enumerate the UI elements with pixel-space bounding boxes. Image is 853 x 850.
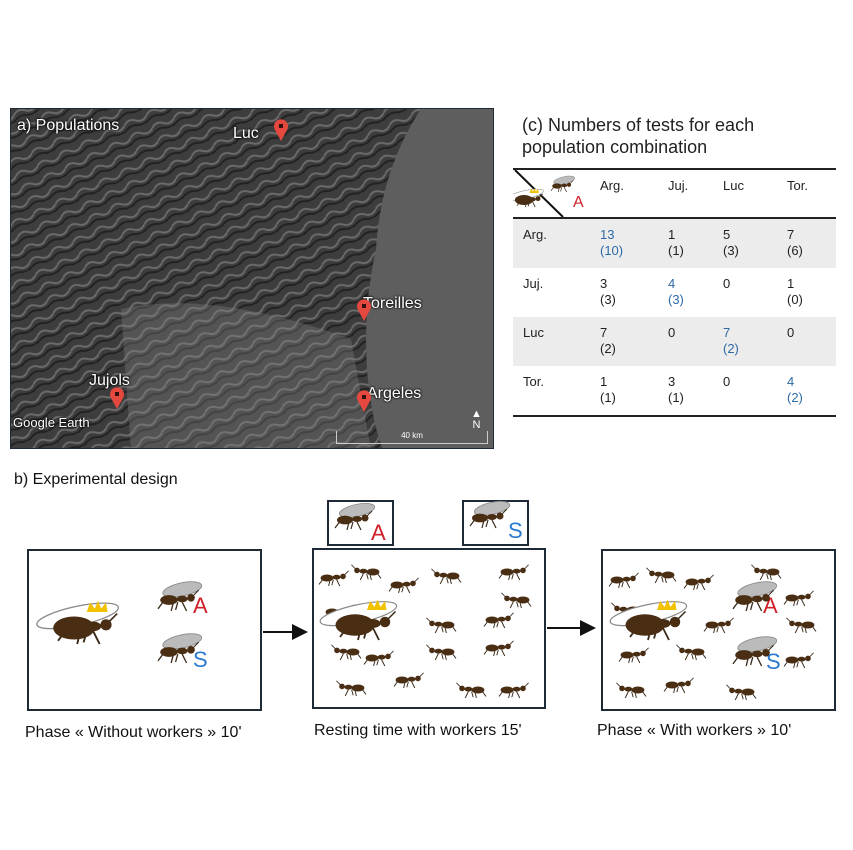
test-count-parenthetical: (2) [787, 390, 803, 405]
table-cell: 7(6) [787, 227, 803, 259]
queen-ant-icon [513, 188, 544, 208]
map-pin-icon [110, 387, 124, 409]
test-count: 7 [600, 325, 608, 340]
test-count: 7 [723, 325, 731, 340]
table-cell: 1(1) [600, 374, 616, 406]
alien-label: A [763, 593, 778, 618]
test-count-parenthetical: (2) [600, 341, 616, 356]
table-cell: 1(0) [787, 276, 803, 308]
test-count-parenthetical: (1) [668, 243, 684, 258]
table-cell: 3(3) [600, 276, 616, 308]
satellite-terrain [11, 109, 493, 448]
resting-time-box [312, 548, 546, 709]
table-cell: 0 [668, 325, 675, 341]
test-count: 3 [668, 374, 676, 389]
sister-box: S [462, 500, 529, 546]
table-cell: 4(2) [787, 374, 803, 406]
test-count: 1 [668, 227, 676, 242]
row-header: Juj. [523, 276, 544, 291]
test-count: 3 [600, 276, 608, 291]
test-count-parenthetical: (1) [668, 390, 684, 405]
google-earth-logo: Google Earth [13, 415, 90, 430]
test-count: 0 [787, 325, 795, 340]
alien-label: A [573, 194, 584, 211]
column-header: Luc [723, 178, 744, 193]
winged-ant-icon [550, 175, 576, 193]
phase-caption: Phase « Without workers » 10' [25, 724, 242, 741]
test-count: 0 [723, 276, 731, 291]
table-title-line: population combination [522, 137, 708, 157]
table-cell: 5(3) [723, 227, 739, 259]
test-count: 7 [787, 227, 795, 242]
table-cell: 0 [723, 374, 730, 390]
scale-bar: 40 km [336, 431, 488, 444]
sister-label: S [193, 647, 208, 672]
phase-without-workers-box: A S [27, 549, 262, 711]
map-pin-icon [357, 299, 371, 321]
map-title: a) Populations [17, 117, 120, 134]
location-argeles: Argeles [367, 385, 422, 402]
test-count-parenthetical: (1) [600, 390, 616, 405]
alien-box: A [327, 500, 394, 546]
table-cell: 4(3) [668, 276, 684, 308]
table-cell: 7(2) [600, 325, 616, 357]
test-count-parenthetical: (0) [787, 292, 803, 307]
test-count-parenthetical: (3) [600, 292, 616, 307]
table-cell: 7(2) [723, 325, 739, 357]
map-pin-icon [357, 390, 371, 412]
test-count: 5 [723, 227, 731, 242]
table-cell: 3(1) [668, 374, 684, 406]
test-count: 13 [600, 227, 615, 242]
north-label: N [472, 419, 481, 431]
row-header: Luc [523, 325, 544, 340]
test-count: 4 [787, 374, 795, 389]
location-toreilles: Toreilles [363, 295, 422, 312]
test-count: 4 [668, 276, 676, 291]
populations-map: a) Populations Luc Toreilles Jujols Arge… [10, 108, 494, 449]
sister-label: S [508, 518, 523, 543]
test-count-parenthetical: (3) [668, 292, 684, 307]
test-count: 1 [600, 374, 608, 389]
test-count-parenthetical: (2) [723, 341, 739, 356]
test-count-parenthetical: (10) [600, 243, 624, 258]
phase-caption: Resting time with workers 15' [314, 722, 522, 739]
tests-table: A Arg. Juj. Luc Tor. Arg.13(10)1(1)5(3)7… [513, 168, 836, 417]
location-luc: Luc [233, 125, 259, 142]
test-count: 0 [723, 374, 731, 389]
table-row: Arg. 13(10) 1(1) 5(3) 7(6) [513, 219, 836, 268]
table-cell: 0 [723, 276, 730, 292]
table-header-row: A Arg. Juj. Luc Tor. [513, 170, 836, 219]
north-arrow-icon: ▲N [471, 408, 482, 431]
column-header: Juj. [668, 178, 689, 193]
table-cell: 1(1) [668, 227, 684, 259]
sister-label: S [766, 649, 781, 674]
queen-vs-alien-header-icon [513, 170, 576, 217]
alien-label: A [371, 520, 386, 545]
section-b-title: b) Experimental design [14, 471, 178, 488]
location-jujols: Jujols [89, 372, 130, 389]
test-count: 0 [668, 325, 676, 340]
map-pin-icon [274, 119, 288, 141]
phase-caption: Phase « With workers » 10' [597, 722, 792, 739]
column-header: Arg. [600, 178, 624, 193]
phase-with-workers-box: A S [601, 549, 836, 711]
table-cell: 0 [787, 325, 794, 341]
row-header: Tor. [523, 374, 544, 389]
test-count: 1 [787, 276, 795, 291]
test-count-parenthetical: (3) [723, 243, 739, 258]
table-cell: 13(10) [600, 227, 623, 259]
column-header: Tor. [787, 178, 808, 193]
alien-label: A [193, 593, 208, 618]
row-header: Arg. [523, 227, 547, 242]
test-count-parenthetical: (6) [787, 243, 803, 258]
table-title-line: (c) Numbers of tests for each [522, 115, 755, 135]
